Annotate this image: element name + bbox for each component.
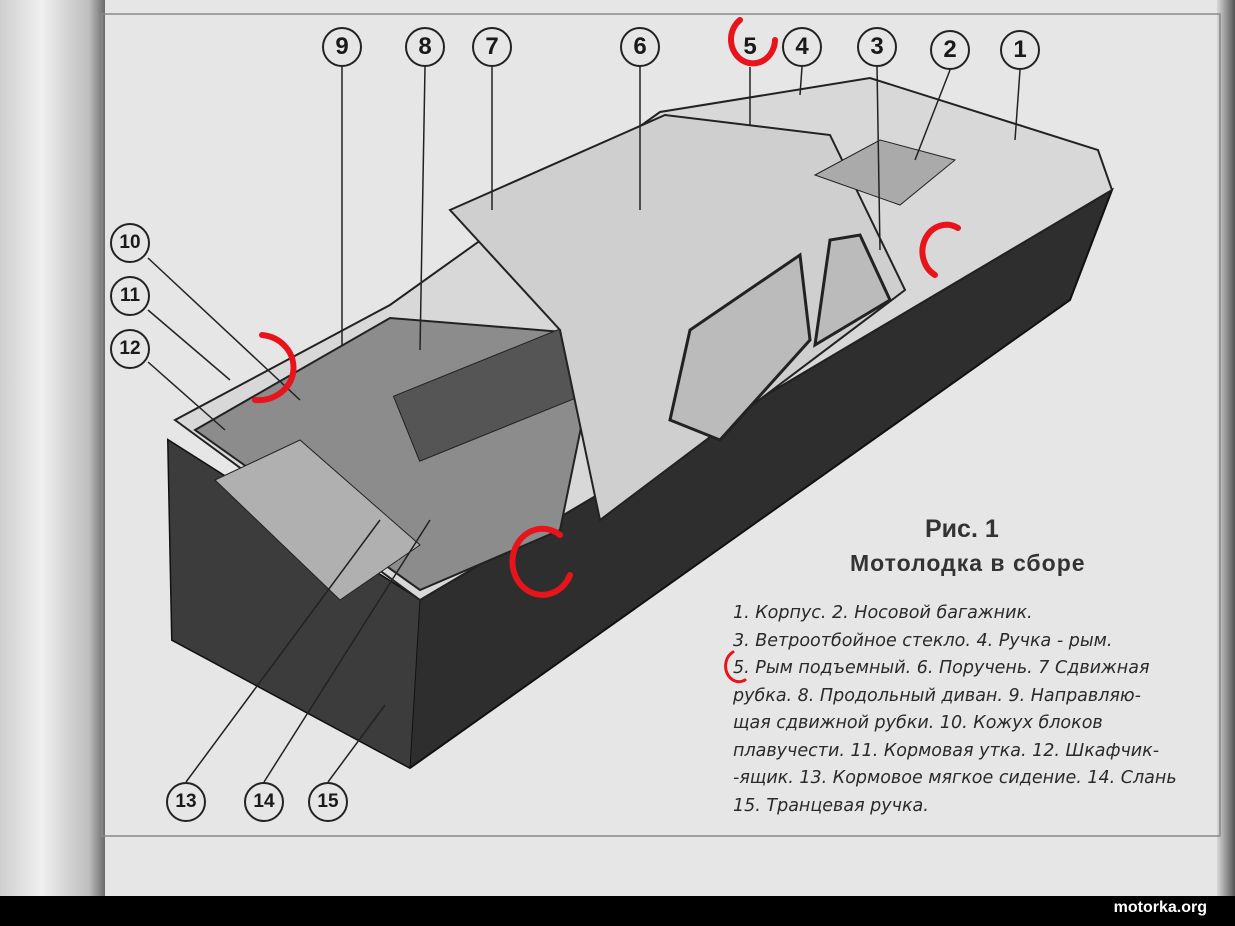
red-circle-mark [724,650,747,684]
legend-line: плавучести. 11. Кормовая утка. 12. Шкафч… [733,740,1160,761]
callout-13: 13 [166,782,206,822]
callout-12: 12 [110,329,150,369]
callout-8: 8 [405,27,445,67]
callout-1: 1 [1000,30,1040,70]
legend-line: -ящик. 13. Кормовое мягкое сидение. 14. … [733,768,1177,788]
callout-10: 10 [110,223,150,263]
legend-line: 15. Транцевая ручка. [733,795,929,816]
callout-5: 5 [743,33,757,60]
red-circle-mark [728,17,778,67]
callout-9: 9 [322,27,362,67]
legend-line: рубка. 8. Продольный диван. 9. Направляю… [733,685,1141,706]
callout-14: 14 [244,782,284,822]
figure-title: Мотолодка в сборе [850,550,1086,576]
red-annotations [252,17,961,684]
legend-line: 3. Ветроотбойное стекло. 4. Ручка - рым. [733,630,1113,651]
left-page-edge [0,0,105,896]
stern-seat [214,439,421,601]
right-page-edge [1217,0,1235,896]
legend-line: 5. Рым подъемный. 6. Поручень. 7 Сдвижна… [733,658,1150,678]
callout-15: 15 [308,782,348,822]
frame-border [101,13,1221,837]
figure-number: Рис. 1 [925,515,999,543]
red-circle-mark [509,525,573,598]
red-circle-mark [919,221,961,278]
callout-4: 4 [782,27,822,67]
callout-11: 11 [110,276,150,316]
red-circle-mark [252,332,297,404]
boat-illustration [101,13,1221,837]
windshield [813,233,892,348]
callout-7: 7 [472,27,512,67]
watermark: motorka.org [1113,899,1207,916]
callout-2: 2 [930,30,970,70]
legend-line: щая сдвижной рубки. 10. Кожух блоков [733,713,1103,733]
parts-legend: 1. Корпус. 2. Носовой багажник. 3. Ветро… [733,600,1203,820]
sliding-cabin [448,113,907,522]
leader-lines [147,66,1021,783]
callout-6: 6 [620,27,660,67]
callout-3: 3 [857,27,897,67]
bow-hatch [813,139,957,206]
cabin-window [668,252,812,442]
legend-line: 1. Корпус. 2. Носовой багажник. [733,603,1033,623]
